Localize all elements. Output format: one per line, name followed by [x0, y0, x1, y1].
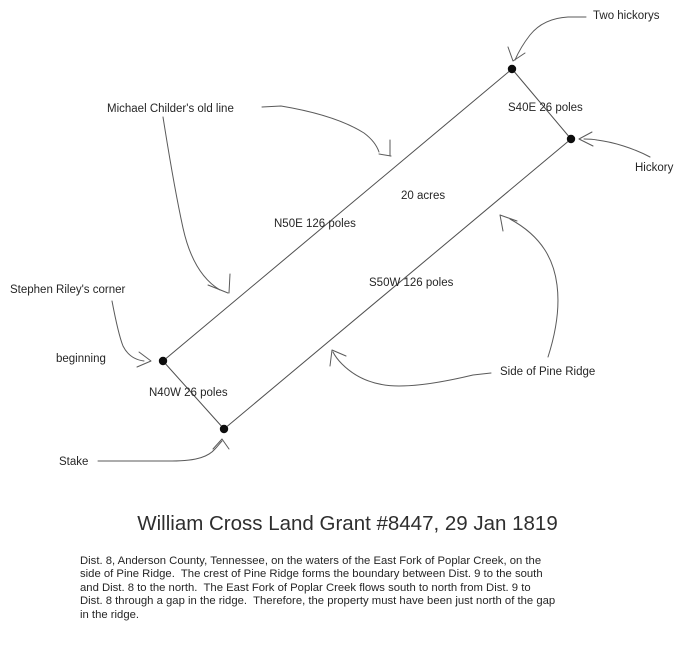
arrow-hickory [578, 131, 651, 158]
arrow-stephen-rileys-corner [111, 300, 152, 368]
page-title: William Cross Land Grant #8447, 29 Jan 1… [137, 512, 558, 535]
description-line: in the ridge. [80, 608, 140, 621]
arrow-side-of-pine-ridge-left [329, 349, 492, 387]
label-two-hickorys: Two hickorys [593, 10, 660, 22]
arrow-michael-down [162, 116, 231, 294]
label-side-n50e: N50E 126 poles [274, 218, 356, 230]
boundary-line-n50e [162, 68, 513, 362]
label-side-n40w: N40W 26 poles [149, 387, 228, 399]
label-side-s50w: S50W 126 poles [369, 277, 454, 289]
boundary-line-s40e [511, 68, 572, 140]
callout-arrows [97, 16, 651, 462]
label-beginning: beginning [56, 353, 106, 365]
arrow-side-of-pine-ridge-up [499, 214, 559, 358]
arrow-stake [97, 438, 230, 462]
plat-labels: Two hickorys S40E 26 poles Hickory Micha… [10, 10, 674, 468]
boundary-line-s50w [223, 138, 572, 430]
arrow-two-hickorys [507, 16, 587, 62]
label-acreage: 20 acres [401, 190, 445, 202]
description-line: and Dist. 8 to the north. The East Fork … [80, 581, 531, 594]
arrow-michael-right [261, 105, 392, 157]
corner-dots [158, 64, 576, 434]
plat-diagram: Two hickorys S40E 26 poles Hickory Micha… [10, 10, 674, 468]
label-side-of-pine-ridge: Side of Pine Ridge [500, 366, 595, 378]
boundary-line-n40w [162, 360, 225, 430]
label-michael-childers-old-line: Michael Childer's old line [107, 103, 234, 115]
label-stake: Stake [59, 456, 88, 468]
label-side-s40e: S40E 26 poles [508, 102, 583, 114]
label-hickory: Hickory [635, 162, 674, 174]
description-line: side of Pine Ridge. The crest of Pine Ri… [80, 568, 543, 581]
description-paragraph: Dist. 8, Anderson County, Tennessee, on … [80, 555, 555, 622]
corner-dot-beginning [158, 356, 168, 366]
corner-dot-two-hickorys [507, 64, 517, 74]
corner-dot-stake [219, 424, 229, 434]
corner-dot-hickory [566, 134, 576, 144]
label-stephen-rileys-corner: Stephen Riley's corner [10, 284, 126, 296]
parcel-boundary [162, 68, 572, 430]
description-line: Dist. 8 through a gap in the ridge. Ther… [80, 595, 556, 608]
description-line: Dist. 8, Anderson County, Tennessee, on … [80, 555, 542, 567]
